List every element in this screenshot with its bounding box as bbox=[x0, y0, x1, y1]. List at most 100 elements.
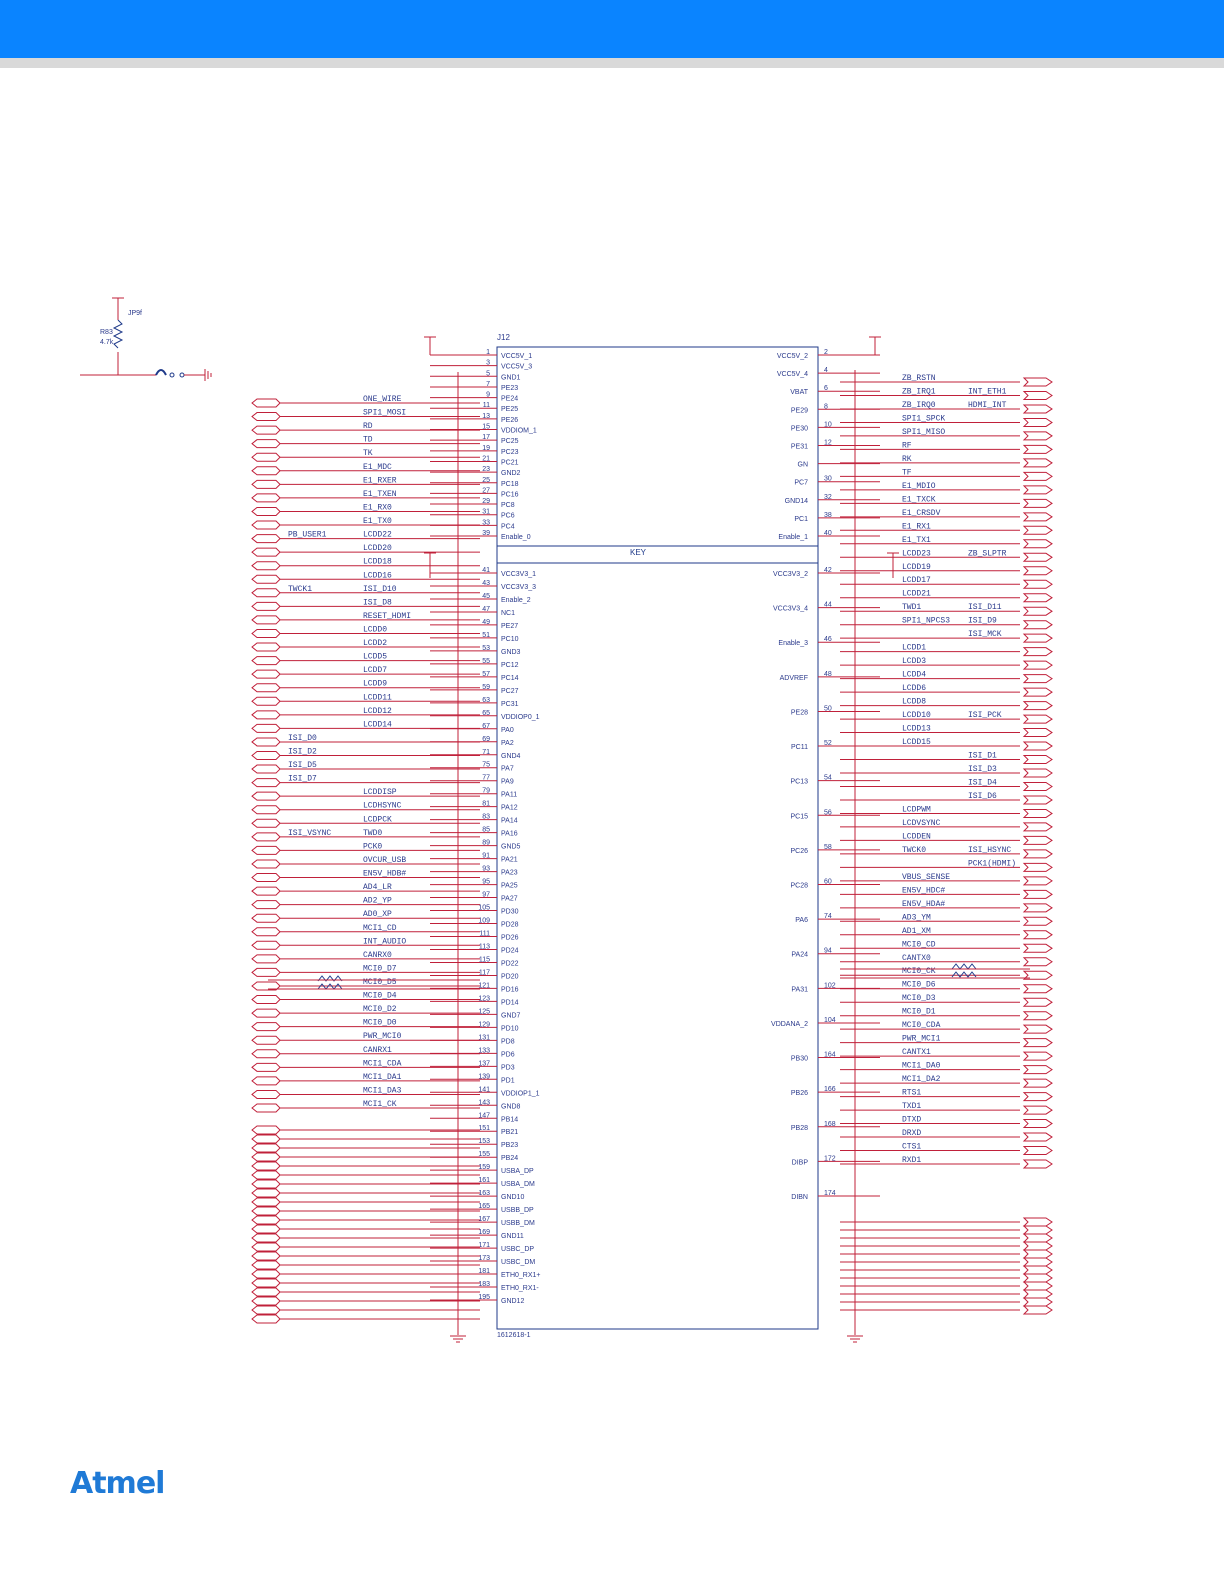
left-spare-port bbox=[251, 1125, 281, 1135]
right-net-port bbox=[1022, 957, 1053, 967]
right-net-alt: INT_ETH1 bbox=[968, 387, 1007, 396]
right-pin-name: PE28 bbox=[791, 709, 808, 716]
right-net-port bbox=[1022, 1092, 1053, 1102]
right-net-alt: ISI_HSYNC bbox=[968, 846, 1011, 855]
left-pin-name: VCC5V_3 bbox=[501, 364, 532, 371]
right-pin-number: 32 bbox=[824, 494, 832, 501]
left-net-label: E1_TXEN bbox=[363, 490, 397, 499]
left-net-label: MCI1_DA3 bbox=[363, 1086, 402, 1095]
left-net-port bbox=[251, 723, 281, 733]
left-net-port bbox=[251, 493, 281, 503]
left-pin-number: 29 bbox=[482, 498, 490, 505]
right-net-port bbox=[1022, 1132, 1053, 1142]
right-pin-number: 6 bbox=[824, 385, 828, 392]
left-net-label: MCI1_DA1 bbox=[363, 1073, 402, 1082]
left-pin-name: PC18 bbox=[501, 481, 519, 488]
right-pin-number: 104 bbox=[824, 1017, 836, 1024]
right-net-port bbox=[1022, 647, 1053, 657]
left-pin-number: 7 bbox=[486, 381, 490, 388]
right-net-port bbox=[1022, 984, 1053, 994]
left-net-port bbox=[251, 764, 281, 774]
left-pin-name: PA14 bbox=[501, 818, 518, 825]
left-net-port bbox=[251, 805, 281, 815]
left-pin-name: NC1 bbox=[501, 610, 515, 617]
header-bar bbox=[0, 0, 1224, 58]
right-spare-port bbox=[1022, 1297, 1053, 1307]
left-net-port bbox=[251, 656, 281, 666]
left-net-port bbox=[251, 859, 281, 869]
left-pin-name: PA12 bbox=[501, 805, 518, 812]
left-net-port bbox=[251, 696, 281, 706]
left-pin-name: PA25 bbox=[501, 883, 518, 890]
right-net-alt: ISI_D4 bbox=[968, 778, 997, 787]
left-spare-port bbox=[251, 1242, 281, 1252]
left-pin-name: PB21 bbox=[501, 1129, 518, 1136]
right-net-label: E1_TXCK bbox=[902, 495, 936, 504]
left-net-port bbox=[251, 452, 281, 462]
left-pin-number: 153 bbox=[478, 1138, 490, 1145]
atmel-logo: Atmel bbox=[70, 1466, 165, 1501]
left-pin-number: 27 bbox=[482, 487, 490, 494]
left-pin-number: 67 bbox=[482, 723, 490, 730]
left-net-port bbox=[251, 574, 281, 584]
right-net-label: LCDD4 bbox=[902, 671, 926, 680]
left-net-label: CANRX0 bbox=[363, 951, 392, 960]
right-net-port bbox=[1022, 674, 1053, 684]
left-net-port bbox=[251, 547, 281, 557]
left-pin-name: GND12 bbox=[501, 1298, 524, 1305]
left-pin-number: 79 bbox=[482, 788, 490, 795]
left-net-label: LCDD5 bbox=[363, 653, 387, 662]
left-pin-number: 93 bbox=[482, 866, 490, 873]
left-spare-port bbox=[251, 1170, 281, 1180]
right-net-port bbox=[1022, 1105, 1053, 1115]
right-net-label: ZB_IRQ0 bbox=[902, 401, 936, 410]
right-pin-number: 56 bbox=[824, 809, 832, 816]
left-net-label: MCI1_CDA bbox=[363, 1059, 402, 1068]
left-pin-name: PA2 bbox=[501, 740, 514, 747]
right-net-port bbox=[1022, 862, 1053, 872]
right-pin-name: VCC3V3_2 bbox=[773, 571, 808, 578]
right-net-port bbox=[1022, 1159, 1053, 1169]
left-pin-name: PA7 bbox=[501, 766, 514, 773]
right-pin-name: VBAT bbox=[790, 389, 808, 396]
right-net-port bbox=[1022, 377, 1053, 387]
left-net-port bbox=[251, 466, 281, 476]
left-pin-number: 117 bbox=[479, 969, 490, 976]
left-pin-name: USBA_DM bbox=[501, 1181, 535, 1188]
left-pin-name: VCC5V_1 bbox=[501, 353, 532, 360]
left-pin-name: PD14 bbox=[501, 999, 519, 1006]
left-pin-name: PA27 bbox=[501, 896, 518, 903]
right-net-label: E1_CRSDV bbox=[902, 509, 941, 518]
left-net-port bbox=[251, 1062, 281, 1072]
right-pin-name: GN bbox=[798, 462, 809, 469]
left-pin-number: 65 bbox=[482, 710, 490, 717]
right-net-label: LCDPWM bbox=[902, 805, 931, 814]
resistor-zigzag bbox=[317, 983, 343, 990]
left-net-port bbox=[251, 1089, 281, 1099]
left-pin-number: 195 bbox=[478, 1294, 490, 1301]
left-pin-name: PD28 bbox=[501, 922, 519, 929]
right-net-label: MCI1_DA2 bbox=[902, 1075, 941, 1084]
left-pin-name: Enable_0 bbox=[501, 534, 531, 541]
right-net-label: DRXD bbox=[902, 1129, 921, 1138]
left-net-label: LCDD9 bbox=[363, 680, 387, 689]
left-pin-number: 143 bbox=[478, 1099, 490, 1106]
left-pin-number: 49 bbox=[482, 619, 490, 626]
right-pin-name: VDDANA_2 bbox=[771, 1021, 808, 1028]
left-pin-name: VCC3V3_1 bbox=[501, 571, 536, 578]
left-net-label: LCDD2 bbox=[363, 639, 387, 648]
right-pin-name: PC26 bbox=[790, 848, 808, 855]
right-pin-number: 42 bbox=[824, 567, 832, 574]
left-pin-name: GND11 bbox=[501, 1233, 524, 1240]
left-pin-name: PD1 bbox=[501, 1077, 515, 1084]
right-spare-port bbox=[1022, 1241, 1053, 1251]
left-pin-name: PC12 bbox=[501, 662, 519, 669]
right-spare-port bbox=[1022, 1233, 1053, 1243]
resistor-value: 4.7k bbox=[100, 339, 114, 346]
left-net-port bbox=[251, 900, 281, 910]
right-pin-number: 168 bbox=[824, 1121, 836, 1128]
left-pin-name: PC4 bbox=[501, 523, 515, 530]
left-net-port bbox=[251, 927, 281, 937]
right-spare-port bbox=[1022, 1273, 1053, 1283]
